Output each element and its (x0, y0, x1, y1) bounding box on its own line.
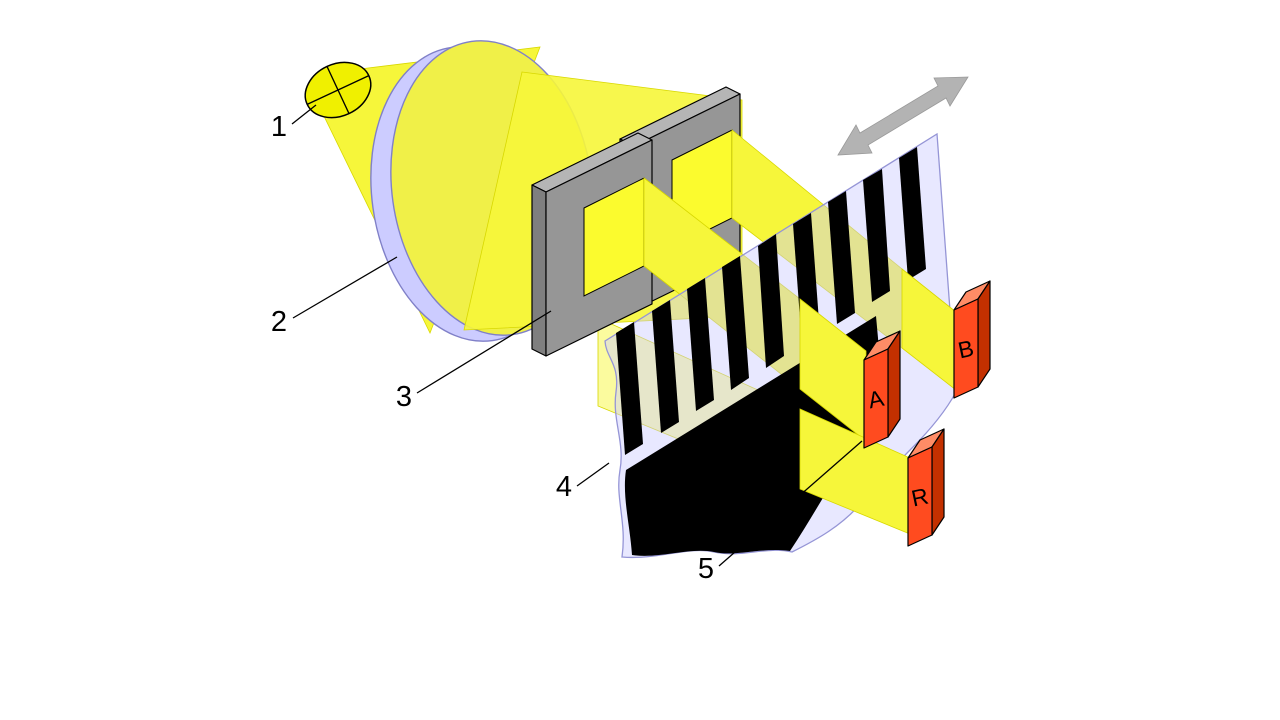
callout-1-leader (291, 104, 317, 125)
mask-near-side-face (531, 184, 547, 357)
callout-5-leader (718, 440, 863, 567)
mask-plate-near (531, 132, 653, 357)
scale-stripe (863, 169, 890, 302)
callout-2-leader (292, 256, 398, 319)
callout-2: 2 (271, 256, 398, 338)
detector-b-front-face (953, 298, 979, 399)
callout-4-number: 4 (556, 471, 572, 503)
motion-arrow-icon (837, 76, 969, 156)
detector-a: A (863, 330, 901, 449)
detector-b-side-face (977, 280, 991, 388)
scale-stripe (722, 256, 749, 390)
detector-b-label: B (956, 335, 976, 364)
callout-5: 5 (698, 440, 863, 585)
callout-3-number: 3 (396, 381, 412, 413)
callout-1: 1 (271, 104, 317, 143)
callout-4: 4 (556, 462, 610, 503)
lamp-icon (304, 61, 372, 119)
scale-stripe (828, 191, 855, 324)
scale-stripe (616, 322, 643, 455)
scale-stripe (687, 278, 714, 411)
detector-a-front-face (863, 348, 889, 449)
scale-stripes (616, 147, 926, 455)
callout-3-leader (416, 310, 552, 394)
detector-b: B (953, 280, 991, 399)
callout-5-number: 5 (698, 553, 714, 585)
callout-3: 3 (396, 310, 552, 413)
detector-r-side-face (931, 428, 945, 536)
detector-r: R (907, 428, 945, 547)
detector-r-front-face (907, 446, 933, 547)
callout-2-number: 2 (271, 306, 287, 338)
scale-stripe (899, 147, 926, 280)
detector-a-label: A (866, 385, 887, 414)
scale-stripe (652, 300, 679, 433)
detector-a-side-face (887, 330, 901, 438)
callout-1-number: 1 (271, 111, 287, 143)
scale-stripe (758, 234, 784, 368)
callout-4-leader (576, 462, 610, 487)
detector-r-label: R (909, 483, 931, 512)
lamp-cross-line (326, 66, 350, 114)
